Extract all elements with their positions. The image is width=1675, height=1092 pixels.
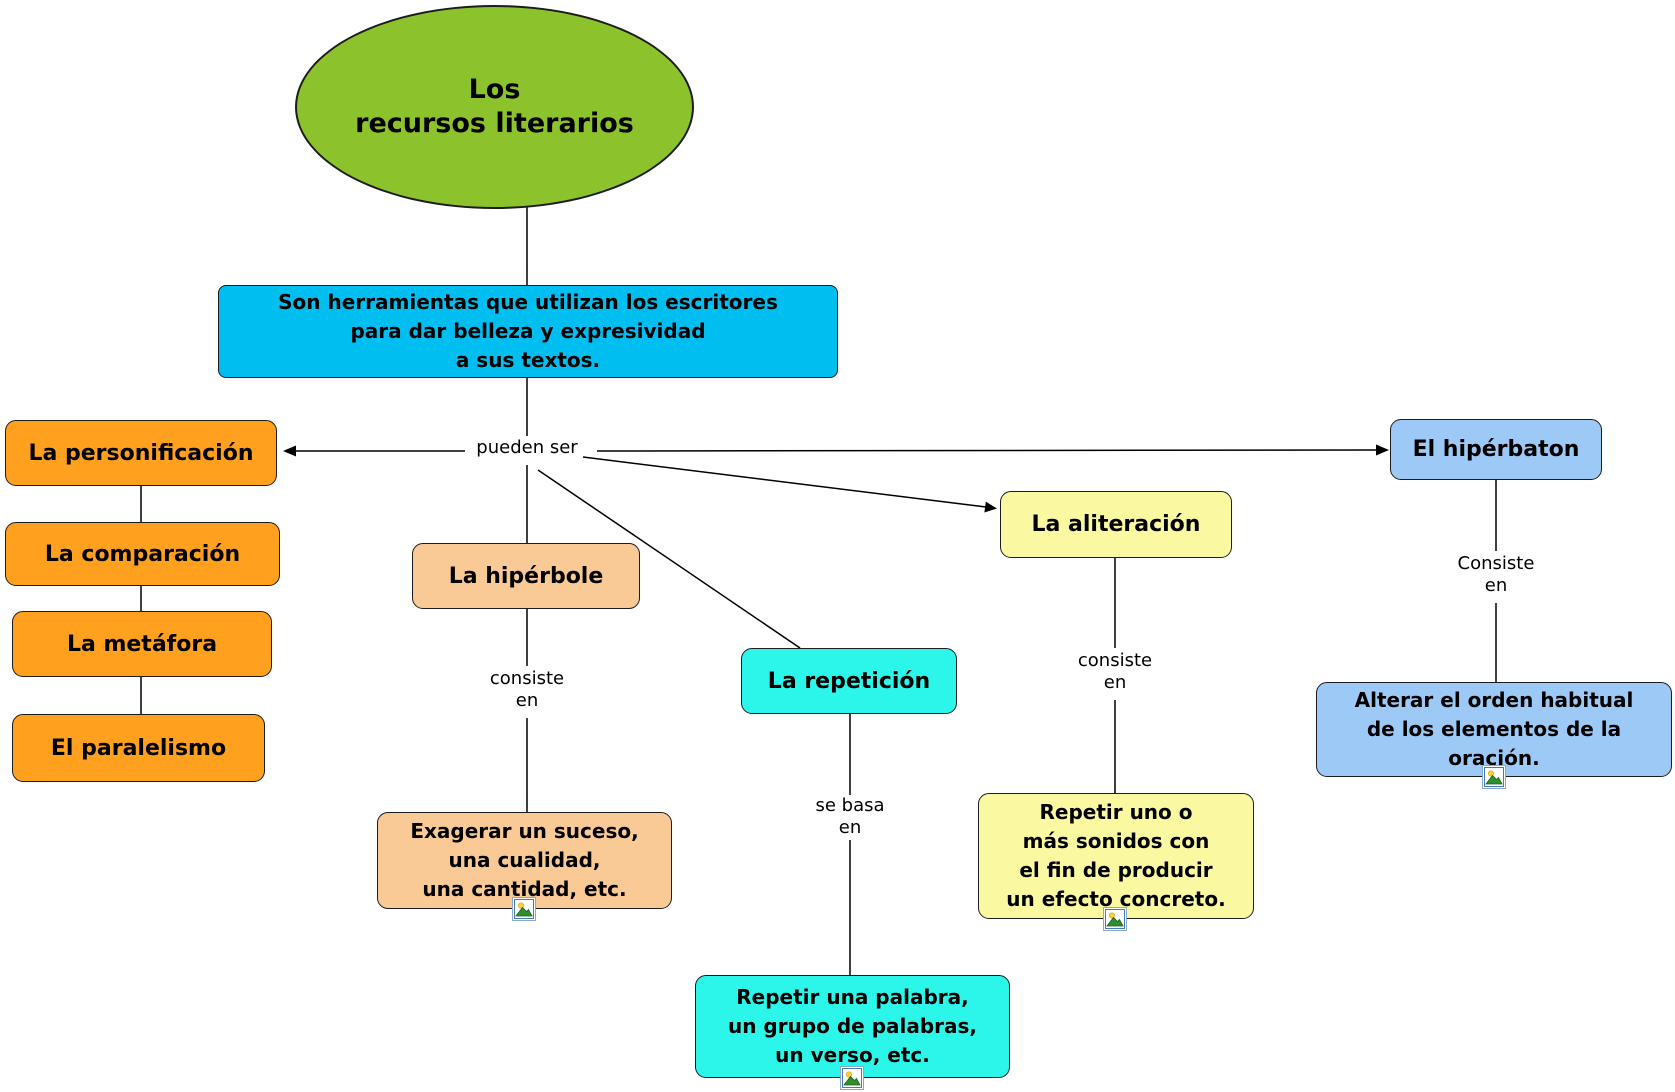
- concept-repeticion-definition[interactable]: Repetir una palabra, un grupo de palabra…: [695, 975, 1010, 1078]
- concept-repeticion-definition-label: Repetir una palabra, un grupo de palabra…: [727, 985, 978, 1067]
- link-label-consiste-en-aliteracion[interactable]: consiste en: [1077, 650, 1153, 693]
- image-resource-icon[interactable]: [1482, 765, 1506, 789]
- concept-aliteracion[interactable]: La aliteración: [1000, 491, 1232, 558]
- image-resource-icon[interactable]: [840, 1066, 864, 1090]
- concept-hiperbole-label: La hipérbole: [448, 563, 604, 589]
- concept-paralelismo[interactable]: El paralelismo: [12, 714, 265, 782]
- concept-comparacion-label: La comparación: [44, 541, 241, 567]
- concept-personificacion-label: La personificación: [28, 440, 254, 466]
- concept-hiperbaton-definition[interactable]: Alterar el orden habitual de los element…: [1316, 682, 1672, 777]
- concept-personificacion[interactable]: La personificación: [5, 420, 277, 486]
- link-label-consiste-en-hiperbaton[interactable]: Consiste en: [1457, 553, 1535, 596]
- concept-aliteracion-definition[interactable]: Repetir uno o más sonidos con el fin de …: [978, 793, 1254, 919]
- link-label-se-basa-en[interactable]: se basa en: [815, 795, 885, 838]
- concept-metafora-label: La metáfora: [66, 631, 218, 657]
- link-label-consiste-en-hiperbole[interactable]: consiste en: [489, 668, 565, 711]
- image-resource-icon[interactable]: [512, 897, 536, 921]
- concept-comparacion[interactable]: La comparación: [5, 522, 280, 586]
- concept-paralelismo-label: El paralelismo: [50, 735, 227, 761]
- root-concept-label: Los recursos literarios: [355, 74, 634, 139]
- concept-repeticion[interactable]: La repetición: [741, 648, 957, 714]
- concept-hiperbaton-label: El hipérbaton: [1412, 437, 1580, 462]
- arrowhead-aliteracion: [984, 501, 997, 513]
- arrowhead-hiperbaton: [1376, 444, 1389, 456]
- root-concept-ellipse[interactable]: Los recursos literarios: [295, 5, 694, 209]
- concept-hiperbole-definition-label: Exagerar un suceso, una cualidad, una ca…: [410, 819, 639, 901]
- concept-metafora[interactable]: La metáfora: [12, 611, 272, 677]
- definition-label: Son herramientas que utilizan los escrit…: [278, 290, 778, 372]
- arrowhead-personificacion: [283, 445, 296, 457]
- concept-hiperbole[interactable]: La hipérbole: [412, 543, 640, 609]
- concept-aliteracion-definition-label: Repetir uno o más sonidos con el fin de …: [1006, 800, 1226, 911]
- link-label-pueden-ser[interactable]: pueden ser: [476, 437, 578, 458]
- concept-repeticion-label: La repetición: [767, 668, 931, 694]
- concept-hiperbaton[interactable]: El hipérbaton: [1390, 419, 1602, 480]
- definition-box[interactable]: Son herramientas que utilizan los escrit…: [218, 285, 838, 378]
- line-hub-to-aliteracion: [582, 456, 987, 508]
- image-resource-icon[interactable]: [1103, 907, 1127, 931]
- line-hub-to-hiperbaton: [596, 449, 1381, 452]
- concept-hiperbole-definition[interactable]: Exagerar un suceso, una cualidad, una ca…: [377, 812, 672, 909]
- line-hub-to-repeticion: [537, 469, 801, 649]
- concept-hiperbaton-definition-label: Alterar el orden habitual de los element…: [1354, 688, 1634, 770]
- concept-aliteracion-label: La aliteración: [1031, 512, 1201, 537]
